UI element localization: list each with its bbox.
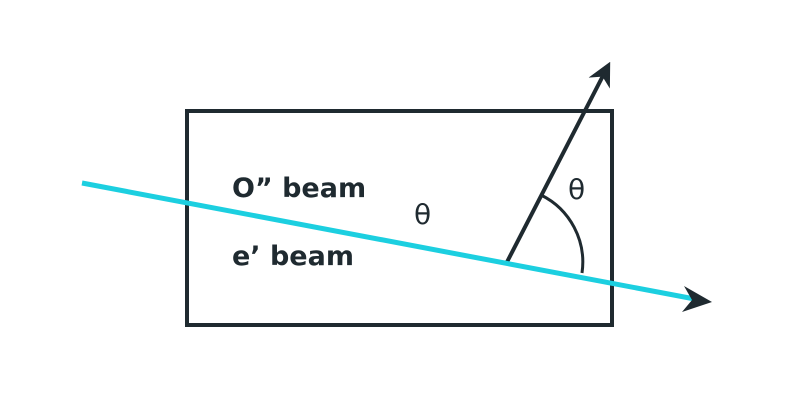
crystal-rectangle (185, 109, 614, 327)
incident-beam-line (81, 180, 701, 303)
angle-arc (540, 193, 585, 274)
theta-center-label: θ (414, 198, 431, 231)
deflected-beam-arrow (505, 61, 611, 263)
theta-right-label: θ (568, 173, 585, 206)
e-beam-label: e’ beam (232, 241, 354, 272)
beam-arrowhead (682, 286, 712, 312)
o-beam-label: O” beam (232, 173, 366, 204)
